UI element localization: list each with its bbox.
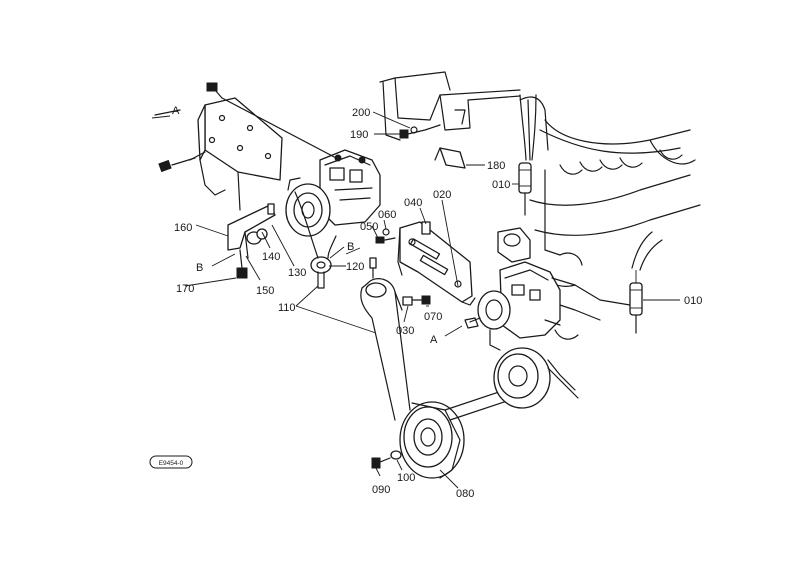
tensioner-bracket — [227, 203, 276, 279]
crank-pulley — [399, 384, 526, 479]
compressor-right — [469, 227, 576, 351]
label-170: 170 — [176, 283, 194, 295]
label-160: 160 — [174, 222, 192, 234]
label-150: 150 — [256, 285, 274, 297]
label-030: 030 — [396, 325, 414, 337]
label-080: 080 — [456, 488, 474, 500]
label-a-upper: A — [172, 105, 180, 117]
label-010-lower: 010 — [684, 295, 702, 307]
label-140: 140 — [262, 251, 280, 263]
label-b-lower: B — [196, 262, 203, 274]
hose-upper — [518, 94, 537, 216]
label-180: 180 — [487, 160, 505, 172]
mount-bracket — [154, 82, 341, 211]
reference-code-badge: E9454-0 — [149, 455, 193, 469]
label-120: 120 — [346, 261, 364, 273]
label-060: 060 — [378, 209, 396, 221]
hose-lower — [629, 231, 663, 334]
bracket-020 — [375, 221, 476, 306]
idler-pulley — [294, 191, 337, 289]
label-010-upper: 010 — [492, 179, 510, 191]
label-110: 110 — [278, 302, 296, 314]
label-090: 090 — [372, 484, 390, 496]
compressor-pulley — [493, 347, 579, 409]
label-190: 190 — [350, 129, 368, 141]
label-020: 020 — [433, 189, 451, 201]
label-040: 040 — [404, 197, 422, 209]
callout-labels: 200 190 180 010 010 020 040 060 050 B B … — [172, 105, 702, 500]
leader-lines — [151, 111, 680, 489]
compressor-left — [285, 149, 381, 237]
label-b-upper: B — [347, 241, 354, 253]
label-070: 070 — [424, 311, 442, 323]
engine-block — [379, 71, 701, 391]
reference-code: E9454-0 — [159, 460, 184, 467]
drive-belt — [360, 278, 411, 421]
label-050: 050 — [360, 221, 378, 233]
label-200: 200 — [352, 107, 370, 119]
label-100: 100 — [397, 472, 415, 484]
label-a-lower: A — [430, 334, 438, 346]
label-130: 130 — [288, 267, 306, 279]
